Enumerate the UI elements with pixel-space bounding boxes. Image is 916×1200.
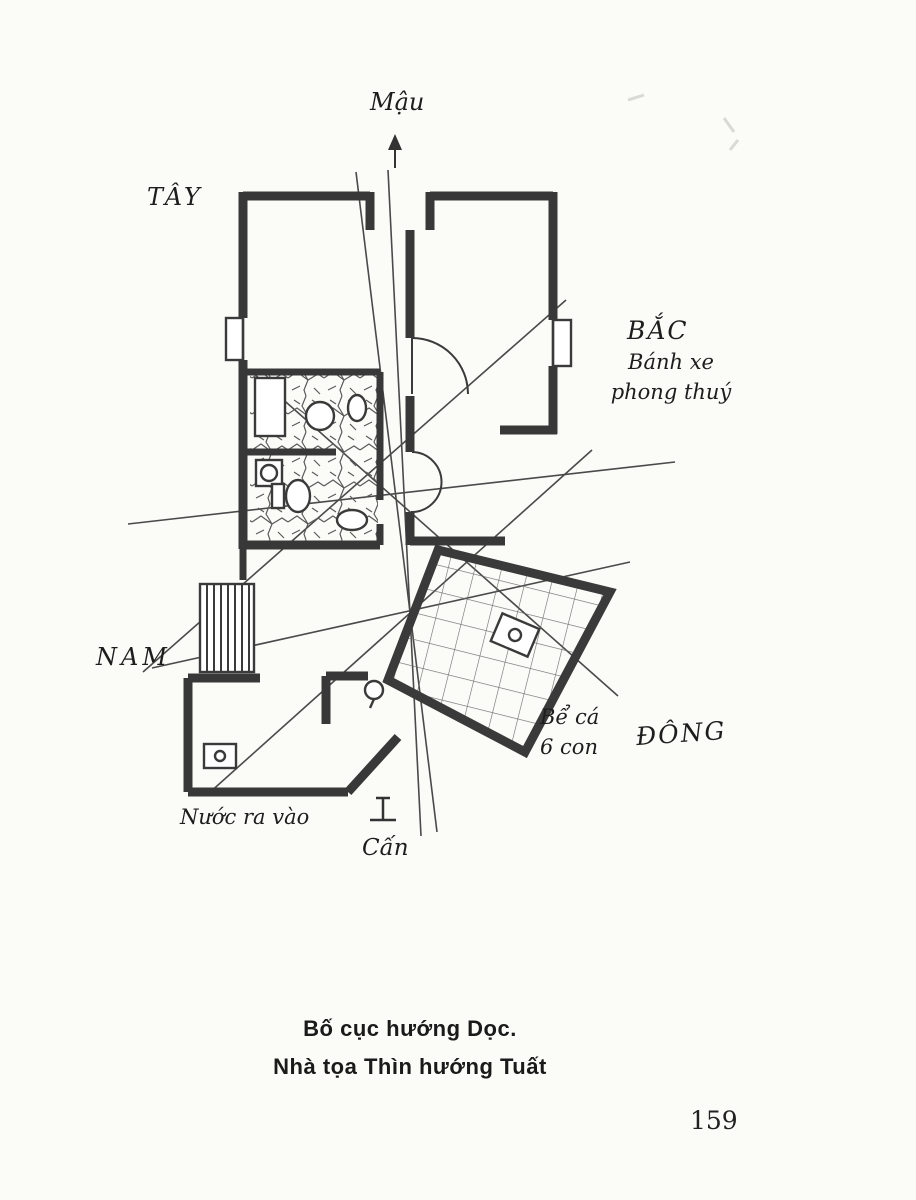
stairs <box>198 582 256 674</box>
label-banh-xe-phong-thuy: Bánh xe phong thuý <box>586 347 756 408</box>
label-be-ca: Bể cá 6 con <box>540 702 599 763</box>
walls <box>183 191 558 797</box>
scan-artifacts <box>627 93 740 151</box>
label-be-ca-line2: 6 con <box>540 735 598 760</box>
label-can: Cấn <box>362 835 409 861</box>
label-mau: Mậu <box>370 88 425 116</box>
label-bac: BẮC <box>627 316 689 345</box>
sink-upper-fixture <box>346 393 368 423</box>
caption-line1: Bố cục hướng Dọc. <box>303 1016 517 1041</box>
label-banh-xe-line2: phong thuý <box>610 380 732 405</box>
label-be-ca-line1: Bể cá <box>540 705 600 729</box>
toilet-fixture <box>284 478 312 514</box>
basin-fixture <box>304 400 336 432</box>
fixtures <box>202 376 385 770</box>
page-number: 159 <box>690 1106 738 1135</box>
diamond-room <box>382 544 617 759</box>
water-fixture <box>202 742 238 770</box>
figure-caption: Bố cục hướng Dọc. Nhà tọa Thìn hướng Tuấ… <box>150 1010 670 1086</box>
caption-line2: Nhà tọa Thìn hướng Tuất <box>273 1053 547 1079</box>
can-marker <box>370 796 396 822</box>
shower-fixture <box>253 376 287 438</box>
sink-lower-fixture <box>335 508 369 532</box>
toilet-tank <box>270 482 286 510</box>
label-banh-xe-line1: Bánh xe <box>628 350 714 374</box>
label-dong: ĐÔNG <box>635 715 728 752</box>
door-arcs <box>410 337 469 514</box>
door-knob-symbol <box>363 679 385 701</box>
label-nam: NAM <box>96 643 171 671</box>
interior-walls <box>239 368 384 580</box>
windows <box>224 316 573 368</box>
direction-arrow <box>388 134 402 168</box>
label-nuoc-ra-vao: Nước ra vào <box>180 805 310 829</box>
label-tay: TÂY <box>147 183 203 211</box>
